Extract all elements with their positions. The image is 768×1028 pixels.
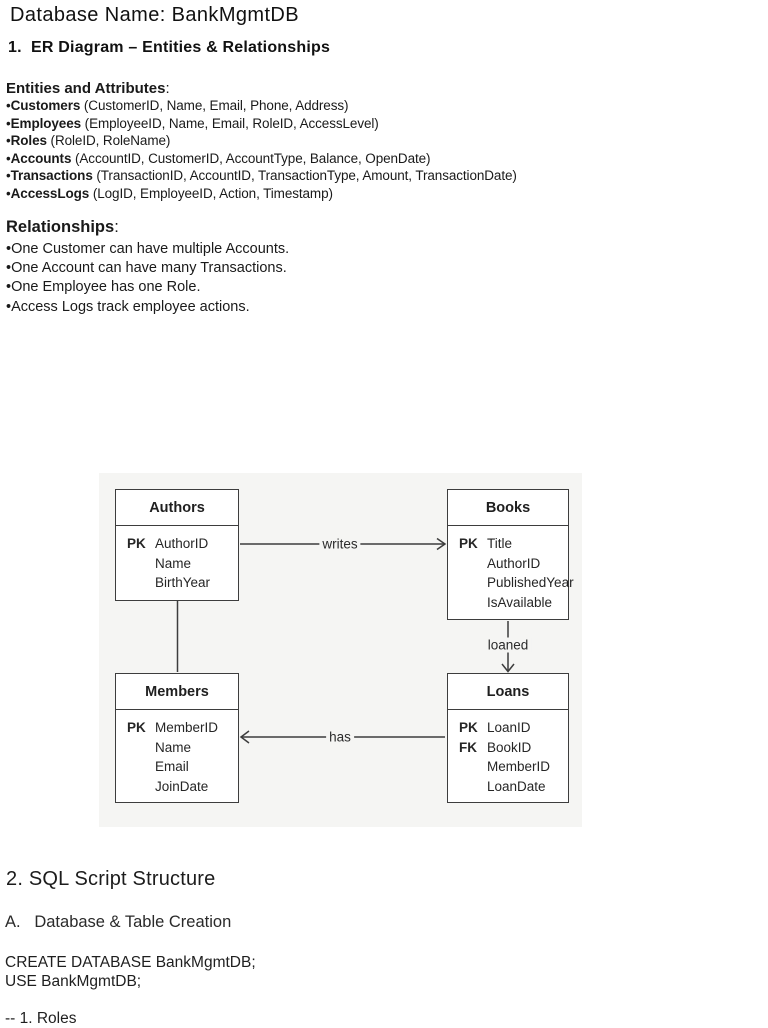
entity-title: Loans — [448, 674, 568, 710]
entity-name: Roles — [10, 133, 47, 148]
entity-title: Books — [448, 490, 568, 526]
relationships-label-text: Relationships — [6, 218, 115, 236]
er-diagram-image: Authors PK AuthorID Name BirthYear Books … — [99, 473, 582, 827]
list-item: •One Account can have many Transactions. — [6, 260, 287, 277]
relationships-colon: : — [114, 218, 119, 236]
entity-attributes: PK AuthorID Name BirthYear — [116, 526, 238, 593]
attribute-row: AuthorID — [459, 554, 568, 574]
attribute-row: Name — [127, 554, 238, 574]
entity-attrs: (AccountID, CustomerID, AccountType, Bal… — [71, 150, 431, 166]
entity-attributes: PK Title AuthorID PublishedYear IsAvailab… — [448, 526, 574, 613]
entities-attributes-label: Entities and Attributes: — [6, 80, 170, 97]
sql-line: USE BankMgmtDB; — [5, 973, 142, 991]
attribute-name: Name — [155, 739, 192, 755]
relationships-label: Relationships: — [6, 218, 119, 237]
attribute-row: FK BookID — [459, 738, 568, 758]
attribute-row: Name — [127, 738, 238, 758]
attribute-row: PublishedYear — [459, 573, 574, 593]
key-label: PK — [127, 536, 146, 552]
bullet: • — [6, 98, 11, 113]
sql-code-block: CREATE DATABASE BankMgmtDB; USE BankMgmt… — [5, 953, 256, 992]
key-label: PK — [459, 536, 478, 552]
entities-attributes-colon: : — [165, 80, 170, 97]
attribute-name: Title — [487, 536, 513, 552]
attribute-row: JoinDate — [127, 777, 238, 797]
list-item: •Employees (EmployeeID, Name, Email, Rol… — [6, 115, 517, 133]
entity-box-authors: Authors PK AuthorID Name BirthYear — [115, 489, 239, 601]
attribute-row: MemberID — [459, 757, 568, 777]
list-item: •One Customer can have multiple Accounts… — [6, 241, 290, 257]
bullet: • — [6, 168, 11, 183]
entity-attrs: (EmployeeID, Name, Email, RoleID, Access… — [81, 115, 379, 131]
list-item: •Transactions (TransactionID, AccountID,… — [6, 167, 517, 185]
attribute-row: LoanDate — [459, 777, 568, 797]
arrowhead-down-icon — [501, 663, 515, 673]
attribute-name: MemberID — [487, 759, 551, 775]
entity-name: Employees — [10, 115, 82, 131]
list-item: •Roles (RoleID, RoleName) — [6, 132, 517, 150]
entity-name: Accounts — [10, 150, 72, 166]
list-item: •Accounts (AccountID, CustomerID, Accoun… — [6, 150, 517, 168]
bullet: • — [6, 115, 11, 131]
entity-title: Members — [116, 674, 238, 710]
bullet: • — [6, 185, 11, 201]
attribute-row: IsAvailable — [459, 593, 568, 613]
entity-attributes: PK MemberID Name Email JoinDate — [116, 710, 238, 796]
key-label: FK — [459, 739, 477, 755]
attribute-name: Email — [155, 759, 189, 775]
edge-label-loaned: loaned — [484, 637, 532, 653]
entity-box-loans: Loans PK LoanID FK BookID MemberID LoanDat… — [447, 673, 569, 803]
attribute-row: PK MemberID — [127, 718, 238, 738]
attribute-row: Email — [127, 757, 238, 777]
entity-attrs: (TransactionID, AccountID, TransactionTy… — [92, 168, 517, 183]
arrowhead-right-icon — [436, 537, 447, 551]
list-item: •AccessLogs (LogID, EmployeeID, Action, … — [6, 185, 517, 203]
entity-box-books: Books PK Title AuthorID PublishedYear IsA… — [447, 489, 574, 620]
entity-box-members: Members PK MemberID Name Email JoinDate — [115, 673, 239, 803]
attribute-row: PK AuthorID — [127, 534, 238, 554]
entity-attrs: (CustomerID, Name, Email, Phone, Address… — [80, 98, 349, 113]
entity-name: Customers — [10, 98, 81, 113]
attribute-name: AuthorID — [155, 536, 209, 552]
entities-list: •Customers (CustomerID, Name, Email, Pho… — [6, 97, 517, 202]
key-label: PK — [459, 720, 478, 736]
section-1-heading: 1. ER Diagram – Entities & Relationships — [8, 39, 331, 56]
edge-label-has: has — [326, 729, 354, 745]
attribute-name: Name — [155, 555, 192, 571]
attribute-name: AuthorID — [487, 555, 541, 571]
attribute-name: MemberID — [155, 720, 219, 736]
attribute-name: IsAvailable — [487, 595, 553, 611]
list-item: •One Employee has one Role. — [6, 279, 201, 296]
attribute-row: PK Title — [459, 534, 568, 554]
arrowhead-left-icon — [239, 730, 250, 744]
key-label: PK — [127, 720, 146, 736]
entity-name: AccessLogs — [10, 185, 90, 201]
section-2-heading: 2. SQL Script Structure — [6, 868, 216, 890]
attribute-name: PublishedYear — [487, 575, 574, 591]
attribute-name: LoanDate — [487, 779, 546, 795]
sql-line: CREATE DATABASE BankMgmtDB; — [5, 954, 256, 971]
attribute-name: BookID — [487, 739, 532, 755]
bullet: • — [6, 150, 11, 166]
list-item: •Access Logs track employee actions. — [6, 298, 250, 315]
bullet: • — [6, 133, 11, 148]
entity-name: Transactions — [10, 168, 93, 183]
entity-title: Authors — [116, 490, 238, 526]
attribute-row: PK LoanID — [459, 718, 568, 738]
entity-attrs: (LogID, EmployeeID, Action, Timestamp) — [89, 185, 333, 201]
section-2a-subheading: A. Database & Table Creation — [5, 913, 232, 931]
entity-attrs: (RoleID, RoleName) — [46, 133, 171, 148]
sql-comment-roles: -- 1. Roles — [5, 1010, 77, 1027]
entities-attributes-label-text: Entities and Attributes — [6, 80, 166, 97]
attribute-row: BirthYear — [127, 573, 238, 593]
attribute-name: BirthYear — [155, 575, 211, 591]
attribute-name: LoanID — [487, 720, 531, 736]
attribute-name: JoinDate — [155, 779, 209, 795]
page-title: Database Name: BankMgmtDB — [10, 4, 300, 26]
edge-label-writes: writes — [319, 536, 361, 552]
relationships-list: •One Customer can have multiple Accounts… — [6, 240, 289, 317]
list-item: •Customers (CustomerID, Name, Email, Pho… — [6, 97, 517, 115]
entity-attributes: PK LoanID FK BookID MemberID LoanDate — [448, 710, 568, 796]
